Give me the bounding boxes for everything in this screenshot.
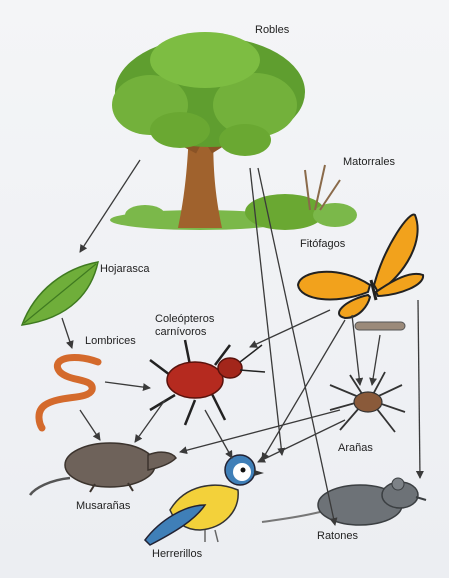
label-matorrales: Matorrales — [343, 156, 395, 169]
label-coleopteros: Coleópteros carnívoros — [155, 313, 214, 339]
spider-icon — [330, 372, 405, 432]
leaf-icon — [22, 262, 98, 325]
arrow-caterpillar-aranas — [372, 335, 380, 385]
label-aranas: Arañas — [338, 442, 373, 455]
label-lombrices: Lombrices — [85, 335, 136, 348]
arrow-lombrices-coleopteros — [105, 382, 150, 388]
arrow-fitofagos-ratones — [418, 300, 420, 478]
label-hojarasca: Hojarasca — [100, 263, 150, 276]
shrew-icon — [30, 443, 176, 495]
label-herrerillos: Herrerillos — [152, 548, 202, 561]
arrow-robles-hojarasca — [80, 160, 140, 252]
arrow-hojarasca-lombrices — [62, 318, 72, 348]
arrow-aranas-herrerillos — [258, 420, 345, 462]
arrow-lombrices-musaranas — [80, 410, 100, 440]
caterpillar-icon — [355, 322, 405, 330]
beetle-icon — [150, 340, 265, 425]
blue-tit-bird-icon — [145, 455, 264, 545]
earthworm-icon — [39, 357, 98, 428]
arrow-coleopteros-musaranas — [135, 400, 165, 442]
mouse-icon — [262, 478, 426, 525]
butterfly-icon — [298, 215, 423, 318]
label-fitofagos: Fitófagos — [300, 238, 345, 251]
arrow-aranas-musaranas — [180, 410, 340, 452]
label-robles: Robles — [255, 24, 289, 37]
label-musaranas: Musarañas — [76, 500, 130, 513]
arrow-coleopteros-herrerillos — [205, 410, 232, 458]
label-ratones: Ratones — [317, 530, 358, 543]
